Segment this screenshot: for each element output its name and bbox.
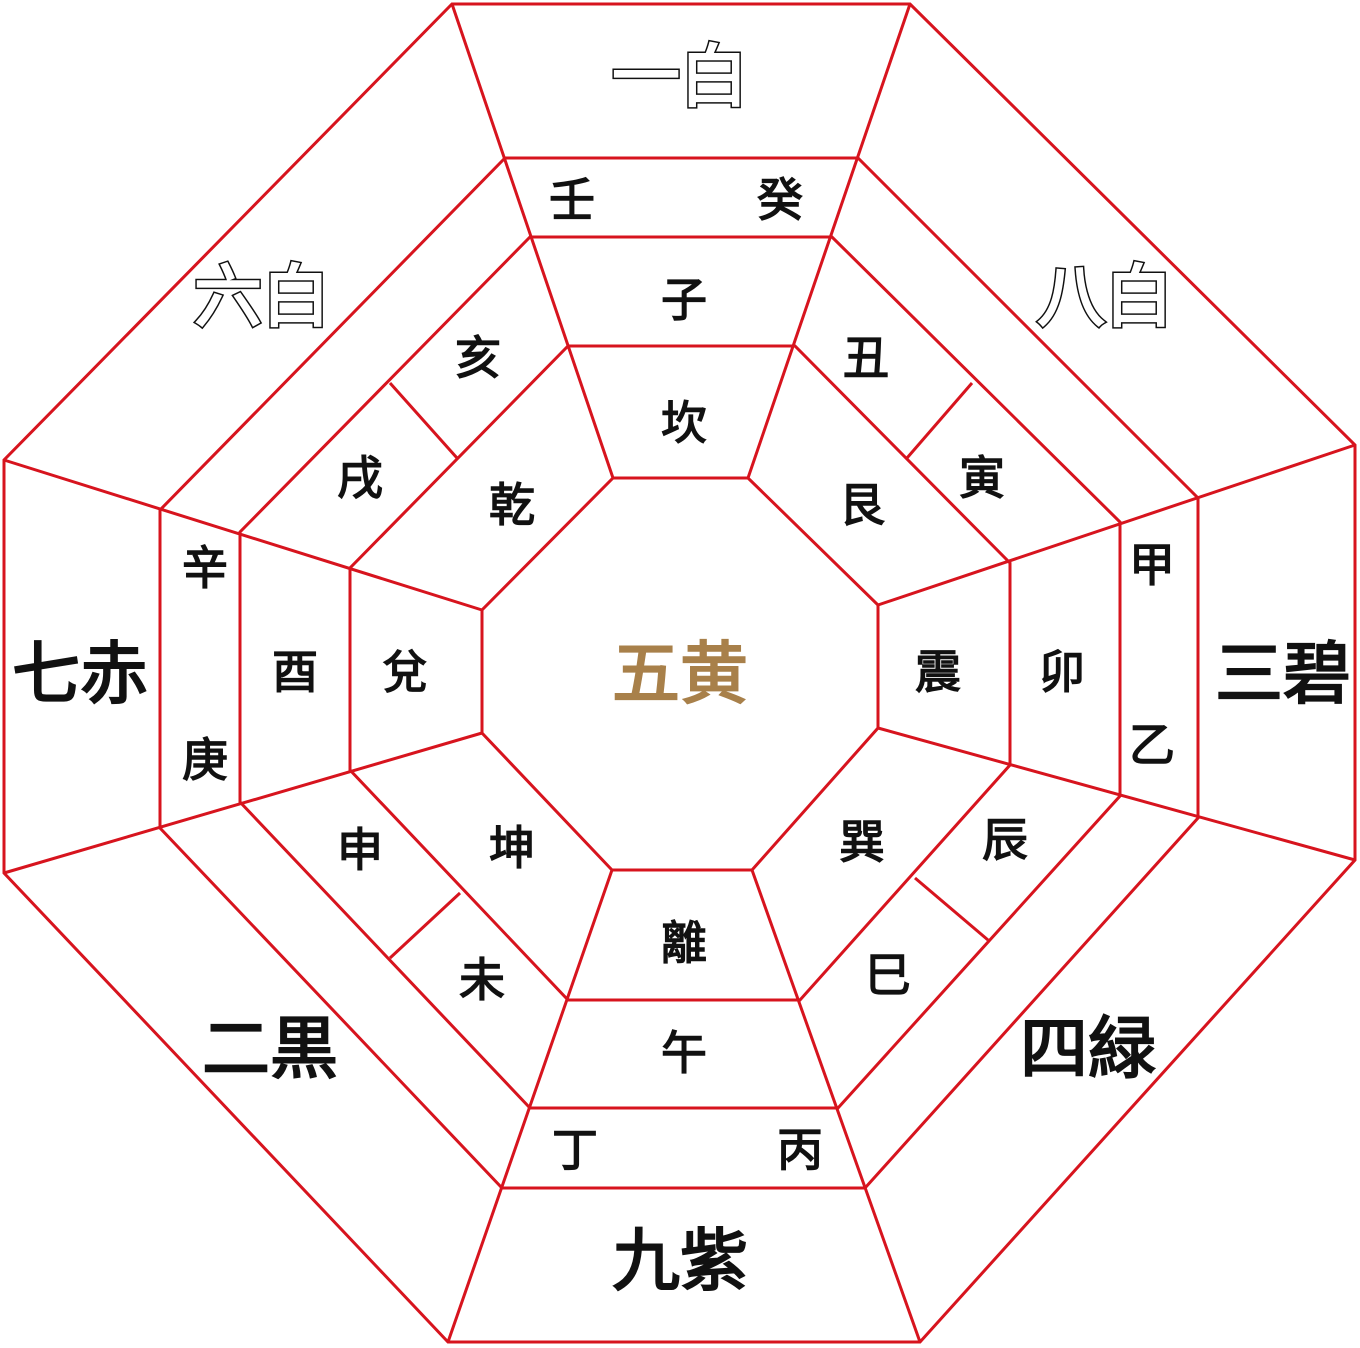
branch-chen: 辰: [982, 813, 1028, 867]
star-label-northwest: 六白: [194, 259, 330, 338]
branch-chou: 丑: [843, 331, 889, 385]
stem-geng: 庚: [182, 733, 228, 787]
branch-shen: 申: [337, 823, 383, 877]
star-label-southwest: 二黒: [202, 1011, 338, 1090]
star-label-southeast: 四緑: [1020, 1011, 1157, 1090]
branch-mao: 卯: [1039, 645, 1085, 699]
trigram-east: 震: [915, 645, 961, 699]
trigram-northwest: 乾: [489, 478, 535, 532]
branch-xu: 戌: [337, 451, 383, 505]
trigram-west: 兌: [382, 645, 428, 699]
center-star-label: 五黄: [612, 636, 748, 715]
branches-inner-ring: [348, 344, 1012, 1002]
star-label-north: 一白: [612, 39, 748, 118]
branch-wei: 未: [459, 953, 505, 1007]
branch-yin: 寅: [959, 451, 1005, 505]
star-label-west: 七赤: [12, 636, 148, 715]
stem-jia: 甲: [1129, 538, 1175, 592]
branch-you: 酉: [272, 645, 318, 699]
branch-zi: 子: [661, 273, 707, 327]
stem-ren: 壬: [549, 173, 595, 227]
stem-bing: 丙: [777, 1123, 823, 1177]
trigram-southwest: 坤: [489, 821, 535, 875]
trigram-northeast: 艮: [839, 478, 886, 532]
branch-si: 巳: [865, 948, 911, 1002]
stem-xin: 辛: [182, 541, 228, 595]
star-label-south: 九紫: [612, 1223, 748, 1302]
star-label-east: 三碧: [1215, 636, 1351, 715]
star-label-northeast: 八白: [1037, 259, 1173, 338]
trigram-north: 坎: [661, 396, 707, 450]
branch-wu: 午: [661, 1026, 707, 1080]
branch-hai: 亥: [455, 331, 501, 385]
trigram-south: 離: [661, 916, 707, 970]
stem-yi: 乙: [1129, 718, 1175, 772]
stem-ding: 丁: [552, 1123, 598, 1177]
stem-gui: 癸: [756, 173, 804, 227]
trigram-southeast: 巽: [839, 815, 885, 869]
